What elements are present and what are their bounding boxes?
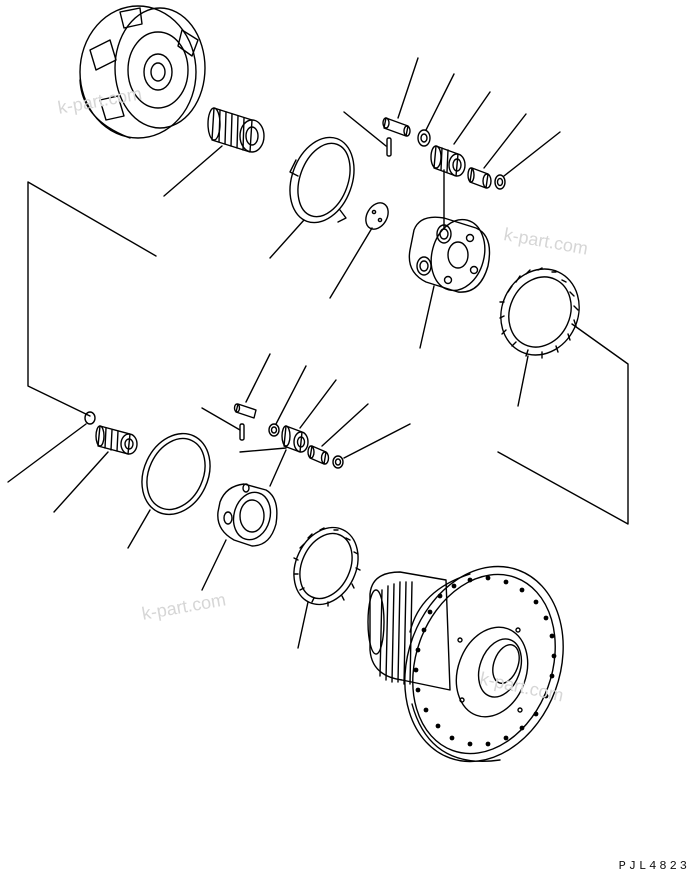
leader-line xyxy=(299,379,337,429)
needle-bearing-middle xyxy=(95,425,138,455)
leader-line xyxy=(297,601,309,649)
leader-line xyxy=(163,145,223,197)
leader-line xyxy=(453,91,491,145)
planet-shaft-pin-middle xyxy=(233,403,257,419)
leader-line xyxy=(425,73,455,131)
thrust-ring-top xyxy=(289,136,355,224)
leader-line xyxy=(127,509,151,549)
leader-line xyxy=(245,353,271,403)
thrust-ring-middle xyxy=(141,432,211,516)
planet-carrier-top xyxy=(408,216,491,293)
group-bracket-left xyxy=(27,181,157,417)
leader-line xyxy=(7,423,87,483)
planet-gear-middle xyxy=(281,425,309,453)
planet-shaft-pin xyxy=(382,117,411,137)
leader-line xyxy=(321,403,369,447)
washer-middle-2 xyxy=(332,455,344,469)
ring-gear-middle xyxy=(293,526,361,607)
wheel-hub-housing xyxy=(367,565,564,763)
washer-top-1 xyxy=(417,129,431,147)
leader-line xyxy=(269,449,287,487)
washer-middle-1 xyxy=(268,423,280,437)
leader-line xyxy=(201,407,241,431)
leader-line xyxy=(419,285,435,349)
leader-line xyxy=(53,451,109,513)
leader-line xyxy=(517,355,529,407)
leader-line xyxy=(343,111,387,147)
leader-line xyxy=(343,423,411,459)
group-bracket-right xyxy=(497,323,629,525)
leader-line xyxy=(483,113,527,169)
needle-roller-middle xyxy=(307,445,330,465)
needle-bearing-top xyxy=(207,107,265,153)
spring-pin-middle xyxy=(239,423,245,441)
ring-gear-carrier xyxy=(79,5,206,139)
leader-line xyxy=(201,539,227,591)
planet-carrier-middle xyxy=(217,447,287,547)
leader-line xyxy=(503,131,561,177)
needle-roller-top xyxy=(467,167,492,189)
leader-line xyxy=(397,57,419,119)
leader-line xyxy=(269,219,305,259)
ring-gear-top xyxy=(499,267,580,359)
leader-line xyxy=(329,227,373,299)
plug xyxy=(84,411,96,425)
planet-gear-top xyxy=(430,145,466,177)
thrust-plate xyxy=(365,202,389,230)
washer-top-2 xyxy=(494,174,506,190)
leader-line xyxy=(275,365,307,425)
drawing-code: PJL4823 xyxy=(618,859,690,873)
spring-pin xyxy=(386,137,392,157)
